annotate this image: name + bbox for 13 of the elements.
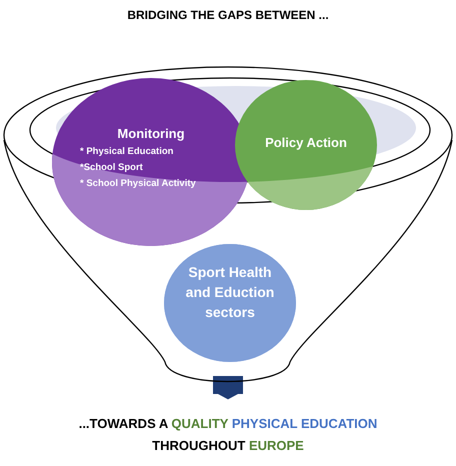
closing-text: QUALITY xyxy=(171,416,228,431)
title: BRIDGING THE GAPS BETWEEN ... xyxy=(126,8,330,22)
closing-text: EUROPE xyxy=(248,438,304,453)
closing-text: THROUGHOUT xyxy=(152,438,246,453)
circle-heading: Monitoring xyxy=(116,125,186,143)
list-item: * School Physical Activity xyxy=(80,178,196,189)
circle-heading: Sport Health and Eduction sectors xyxy=(184,263,276,322)
down-arrow xyxy=(213,376,243,400)
list-item: * Physical Education xyxy=(80,146,174,157)
closing-text: ...TOWARDS A xyxy=(78,416,168,431)
closing-text: PHYSICAL EDUCATION xyxy=(232,416,378,431)
list-item: *School Sport xyxy=(80,162,143,173)
circle-heading: Policy Action xyxy=(264,134,348,152)
